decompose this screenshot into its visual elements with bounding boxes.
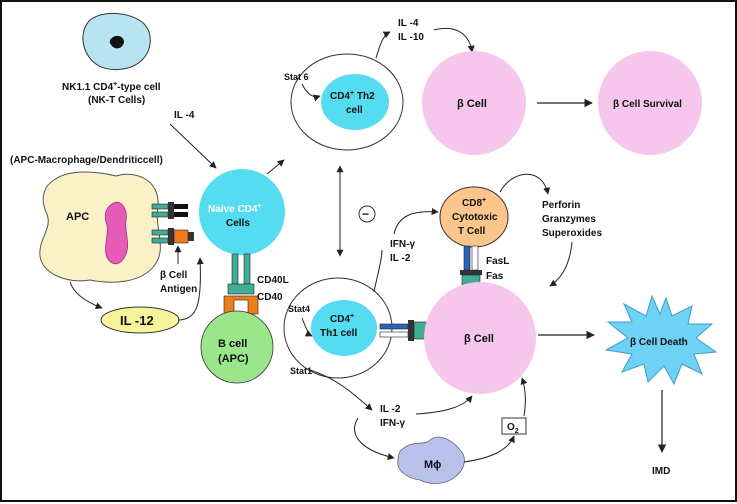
mhc-receptor-lower bbox=[151, 228, 194, 245]
minus-symbol bbox=[358, 205, 376, 223]
naive-cd4-cell bbox=[199, 169, 285, 255]
stat1-label: Stat1 bbox=[290, 366, 312, 376]
beta-top-label: β Cell bbox=[457, 98, 487, 110]
minus-label: − bbox=[362, 207, 369, 221]
fas-receptor bbox=[460, 245, 482, 288]
bcell-label-1: B cell bbox=[218, 338, 247, 350]
b-cell-apc bbox=[200, 310, 274, 384]
imd-label: IMD bbox=[652, 466, 670, 477]
fasl-label: FasL bbox=[486, 256, 509, 267]
th2-label-2: cell bbox=[346, 105, 363, 116]
apc-nucleus bbox=[104, 201, 129, 265]
beta-antigen-label-1: β Cell bbox=[160, 270, 187, 281]
perforin-label: Perforin bbox=[542, 200, 580, 211]
apc-cell bbox=[39, 171, 161, 283]
o2-label: O2 bbox=[507, 422, 519, 435]
beta-main-label: β Cell bbox=[464, 333, 494, 345]
arrow-o2-to-beta bbox=[520, 377, 528, 417]
cd40l-label: CD40L bbox=[257, 275, 289, 286]
apc-label: APC bbox=[66, 211, 89, 223]
macrophage-label: Mϕ bbox=[424, 459, 441, 471]
mhc-receptor-upper bbox=[151, 202, 188, 219]
superoxides-label: Superoxides bbox=[542, 228, 602, 239]
beta-cell-main bbox=[424, 282, 536, 394]
arrow-to-macrophage bbox=[354, 417, 395, 460]
naive-label-1: Naive CD4+ bbox=[208, 203, 262, 215]
ifn-bottom-label: IFN-γ bbox=[380, 418, 405, 429]
cd40-label: CD40 bbox=[257, 292, 283, 303]
th2-cell bbox=[321, 74, 389, 130]
beta-death-star bbox=[604, 294, 718, 386]
arrow-il2-to-beta bbox=[415, 395, 473, 415]
nkt-nucleus bbox=[109, 35, 124, 49]
il2-top-label: IL -2 bbox=[390, 253, 411, 264]
cd8-label-1: CD8+ bbox=[462, 197, 486, 209]
beta-cell-top bbox=[422, 51, 526, 155]
beta-survival-label: β Cell Survival bbox=[613, 99, 682, 110]
stat6-loop bbox=[301, 83, 321, 102]
il4-top-label: IL -4 bbox=[174, 110, 195, 121]
arrow-il12-to-naive bbox=[177, 257, 204, 321]
arrow-naive-to-th2 bbox=[266, 159, 285, 175]
th1-cell bbox=[311, 300, 377, 356]
arrow-to-cd8 bbox=[393, 208, 439, 235]
stat6-label: Stat 6 bbox=[284, 72, 309, 82]
arrow-il4-to-beta bbox=[433, 28, 475, 53]
th1-label-2: Th1 cell bbox=[320, 328, 357, 339]
arrow-macrophage-to-o2 bbox=[463, 435, 515, 463]
th1-label-1: CD4+ bbox=[330, 313, 354, 325]
arrow-stat1-curve bbox=[309, 369, 373, 411]
arrow-cd8-to-perforin bbox=[499, 173, 551, 195]
beta-antigen-label-2: Antigen bbox=[160, 284, 197, 295]
apc-header: (APC-Macrophage/Dendriticcell) bbox=[10, 155, 163, 166]
nkt-label-1: NK1.1 CD4+-type cell bbox=[62, 81, 161, 93]
stat4-label: Stat4 bbox=[288, 304, 310, 314]
macrophage-cell bbox=[397, 436, 465, 484]
fas-label: Fas bbox=[486, 271, 504, 282]
il4-th2-label: IL -4 bbox=[398, 18, 419, 29]
arrow-nkt-to-naive bbox=[169, 123, 217, 169]
cd8-label-3: T Cell bbox=[458, 226, 485, 237]
beta-death-label: β Cell Death bbox=[630, 337, 688, 348]
il2-bottom-label: IL -2 bbox=[380, 404, 401, 415]
il12-label: IL -12 bbox=[120, 313, 154, 328]
cd8-label-2: Cytotoxic bbox=[452, 212, 498, 223]
nkt-label-2: (NK-T Cells) bbox=[88, 95, 145, 106]
arrow-th1-to-ifn bbox=[373, 249, 383, 293]
arrow-perforin-to-beta bbox=[549, 241, 573, 287]
granzymes-label: Granzymes bbox=[542, 214, 596, 225]
th2-label-1: CD4+ Th2 bbox=[330, 90, 375, 102]
ifn-top-label: IFN-γ bbox=[390, 239, 415, 250]
cd40-receptor bbox=[223, 253, 259, 315]
beta-survival-cell bbox=[598, 51, 702, 155]
naive-label-2: Cells bbox=[226, 218, 250, 229]
stat4-loop bbox=[301, 317, 313, 337]
arrow-apc-to-il12 bbox=[69, 281, 103, 310]
o2-box bbox=[501, 417, 527, 435]
il10-th2-label: IL -10 bbox=[398, 32, 424, 43]
bcell-label-2: (APC) bbox=[218, 353, 249, 365]
arrow-th2-to-il4 bbox=[375, 31, 391, 59]
